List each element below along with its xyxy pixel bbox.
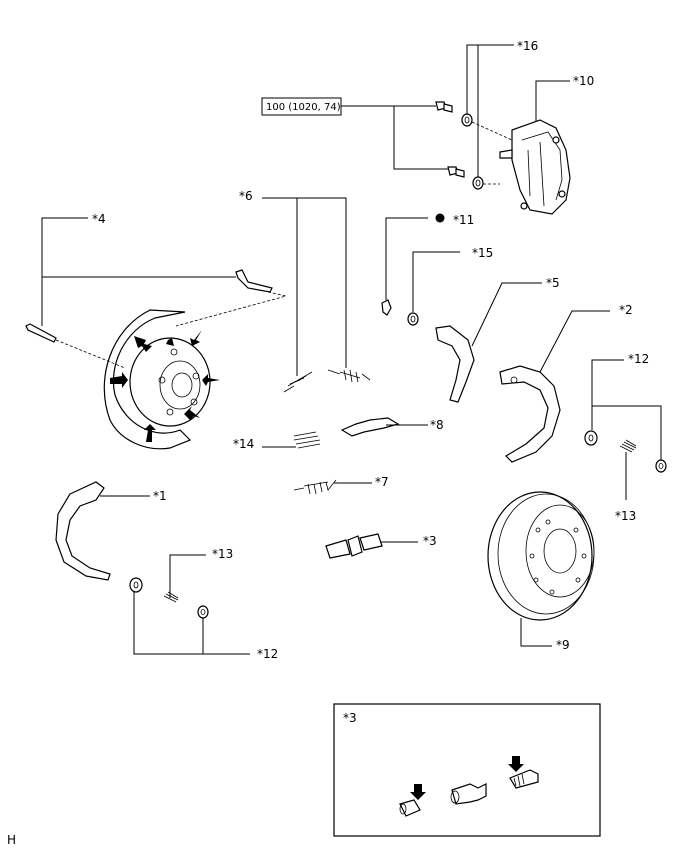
cable-guide-4 bbox=[235, 269, 273, 293]
label-14: *14 bbox=[233, 437, 254, 451]
lever-5 bbox=[435, 325, 475, 403]
label-13-left: *13 bbox=[212, 547, 233, 561]
corner-mark: H bbox=[7, 833, 16, 847]
filled-dot-icon bbox=[435, 213, 445, 223]
label-7: *7 bbox=[375, 475, 389, 489]
caliper bbox=[499, 119, 571, 215]
shoe-1 bbox=[55, 481, 111, 581]
retainer-12-right-b bbox=[655, 459, 667, 473]
label-4: *4 bbox=[92, 212, 106, 226]
arrow-icon bbox=[110, 328, 220, 442]
spring-7 bbox=[293, 479, 337, 495]
adjuster-wheel bbox=[451, 783, 487, 805]
label-2: *2 bbox=[619, 303, 633, 317]
plate-8 bbox=[340, 417, 400, 437]
clip-15 bbox=[407, 312, 419, 326]
label-13-right: *13 bbox=[615, 509, 636, 523]
arrow-icon bbox=[410, 784, 426, 800]
brake-disc bbox=[487, 491, 595, 621]
pin-4 bbox=[25, 323, 57, 343]
inset-box: *3 bbox=[333, 703, 601, 837]
caliper-bolt-upper bbox=[435, 101, 453, 113]
label-8: *8 bbox=[430, 418, 444, 432]
washer-lower bbox=[472, 176, 484, 190]
label-16: *16 bbox=[517, 39, 538, 53]
adjuster-screw-end bbox=[399, 799, 421, 817]
label-5: *5 bbox=[546, 276, 560, 290]
label-6: *6 bbox=[239, 189, 253, 203]
retainer-12-right-a bbox=[584, 430, 598, 446]
spring-13-right bbox=[619, 439, 637, 453]
label-1: *1 bbox=[153, 489, 167, 503]
shoe-2 bbox=[499, 365, 561, 463]
label-10: *10 bbox=[573, 74, 594, 88]
label-9: *9 bbox=[556, 638, 570, 652]
spring-6-left bbox=[283, 371, 313, 393]
adjuster-bolt bbox=[509, 769, 539, 789]
backing-plate bbox=[103, 309, 211, 450]
washer-upper bbox=[461, 113, 473, 127]
retainer-12-left-b bbox=[197, 605, 209, 619]
spring-14 bbox=[293, 431, 321, 449]
label-11: *11 bbox=[453, 213, 474, 227]
arrow-icon bbox=[508, 756, 524, 772]
label-12-right: *12 bbox=[628, 352, 649, 366]
adjuster-3 bbox=[325, 533, 383, 559]
caliper-bolt-lower bbox=[447, 166, 465, 178]
label-12-left: *12 bbox=[257, 647, 278, 661]
pin-11 bbox=[381, 299, 392, 316]
label-3: *3 bbox=[423, 534, 437, 548]
spring-6-right bbox=[327, 369, 371, 383]
retainer-12-left-a bbox=[129, 577, 143, 593]
torque-spec: 100 (1020, 74) bbox=[266, 102, 341, 113]
label-15: *15 bbox=[472, 246, 493, 260]
inset-label: *3 bbox=[343, 711, 357, 725]
spring-13-left bbox=[163, 591, 179, 603]
